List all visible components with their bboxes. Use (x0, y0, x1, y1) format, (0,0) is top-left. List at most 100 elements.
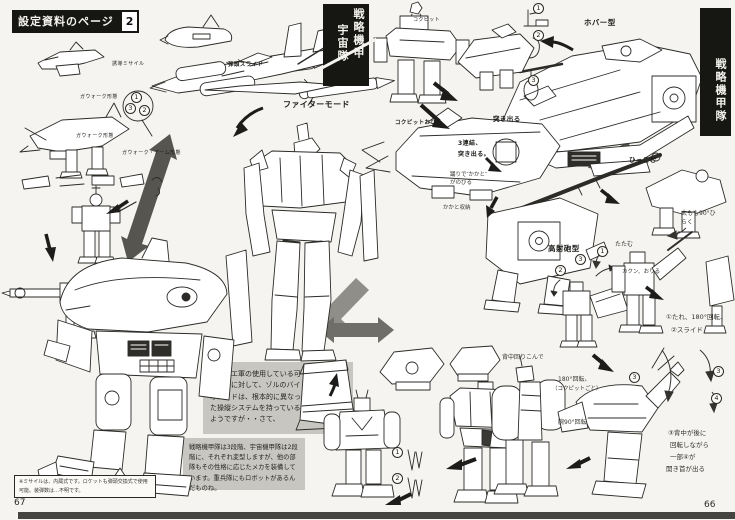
note-box-a-text: グロリエ軍の使用している可変メカに対して、ゾルのバイオロイドは、根本的に異なった… (210, 370, 301, 424)
label-back-around: 背中回りこんで (502, 354, 544, 361)
circled-number: 2 (533, 30, 544, 41)
black-arrow (328, 373, 339, 397)
gray-horizontal-double-arrow (318, 317, 394, 343)
low-vehicle-2-drawing (449, 345, 501, 382)
circled-number: 3 (575, 254, 586, 265)
page-title-box: 設定資料のページ 2 (12, 10, 140, 33)
black-arrow (419, 103, 450, 129)
black-arrow (540, 36, 574, 52)
circled-number: 1 (131, 92, 142, 103)
circled-number: 2 (139, 105, 150, 116)
page-title: 設定資料のページ (12, 10, 120, 33)
label-heel-store: かかと収納 (443, 205, 471, 211)
label-knee-down: カクン、おりる (622, 269, 661, 275)
black-arrow (385, 492, 412, 505)
label-rotate-180: 180°回転、 (558, 376, 591, 383)
label-retract: ひっこむ (629, 156, 657, 164)
circled-number: 1 (597, 246, 608, 257)
transform-steps-drawing (550, 264, 629, 348)
low-vehicle-1-drawing (379, 347, 445, 391)
scan-edge-shadow (18, 512, 735, 519)
label-arm-rotate: 腕90°回転 (558, 419, 587, 426)
black-arrow (106, 199, 129, 214)
label-guided-missile: 誘導ミサイル (112, 61, 145, 67)
gray-note-box-b: 戦略機甲隊は3段階、宇宙機甲隊は2段階に、それぞれ変型しますが、他の部隊もその性… (183, 438, 305, 492)
tank-mode-drawing (361, 107, 561, 201)
gerwalk-large-drawing (37, 237, 253, 497)
page-number-left: 67 (14, 498, 26, 508)
br-robot-hunched-drawing (557, 347, 685, 499)
footnote-box: ※ミサイルは、内蔵式です。ロケットも弾頭交換式で使用可能。装弾数は…不明です。 (14, 475, 156, 498)
rc-robot-drawing (611, 231, 693, 334)
label-missile-slide: 弾頭スライド (228, 62, 264, 68)
claw-sketches-drawing (407, 449, 423, 499)
br-robot-side-drawing (491, 355, 566, 497)
black-arrow (486, 196, 499, 218)
gray-double-arrow (121, 134, 177, 262)
label-protrude-a: 突き出る (493, 115, 521, 123)
label-gerwalk-2: ガウォーク形態 (76, 133, 114, 139)
label-note-back-1: ③背中が後に (668, 429, 707, 437)
label-note-back-2: 回転しながら (670, 441, 709, 449)
gray-sw-arrow (322, 278, 369, 326)
circled-number: 2 (555, 265, 566, 276)
black-arrow (591, 353, 614, 372)
robot-back-drawing (243, 122, 379, 362)
curve-arrow (666, 227, 687, 240)
label-step-slide: ②スライド (671, 326, 703, 334)
circled-number: 3 (629, 372, 640, 383)
black-arrow (599, 188, 620, 204)
label-thigh-open: 太もも90°ひらく (681, 210, 716, 226)
label-protrude-b: 突き出る。 (458, 151, 491, 158)
parts-row-drawing (21, 173, 163, 197)
curve-arrow (661, 349, 674, 403)
page-title-number: 2 (119, 10, 140, 33)
label-note-back-3: 一部④が (670, 453, 696, 461)
circled-number: 3 (528, 75, 539, 86)
black-arrow (644, 285, 664, 300)
label-gerwalk-1: ガウォーク形態 (80, 94, 118, 100)
banner-space-corps-col2: 宇宙隊 (336, 24, 349, 63)
label-three-link: 3連結、 (458, 140, 482, 147)
circled-number: 1 (533, 3, 544, 14)
label-fighter-mode: ファイターモード (283, 100, 350, 109)
curve-arrow (699, 349, 715, 383)
circled-number: 2 (392, 473, 403, 484)
label-rotate-cockpit: （コクピットごと） (552, 386, 602, 392)
banner-armored-corps-text: 戦略機甲隊 (714, 58, 727, 123)
note-box-b-text: 戦略機甲隊は3段階、宇宙機甲隊は2段階に、それぞれ変型しますが、他の部隊もその性… (189, 444, 298, 492)
circled-number: 3 (125, 103, 136, 114)
label-note-back-4: 開き首が出る (666, 465, 705, 473)
page-number-right: 66 (704, 500, 716, 510)
circled-number: 4 (711, 393, 722, 404)
fighter-small-drawing (37, 41, 105, 77)
robot-small-drawing (71, 185, 137, 264)
circled-number: 1 (392, 447, 403, 458)
black-arrow (44, 233, 56, 262)
fighter-mode-drawing (149, 22, 357, 97)
black-arrow (233, 106, 264, 137)
label-aa-gun-type: 高射砲型 (548, 244, 580, 253)
edge-robot-drawing (703, 255, 735, 334)
rc-vehicle-drawing (645, 169, 727, 239)
circled-number: 3 (713, 366, 724, 377)
label-heel-extend: 踊りで″かかと″がのびる (450, 172, 488, 186)
black-arrow (432, 81, 458, 101)
black-arrow (446, 457, 477, 470)
black-arrow (484, 156, 502, 172)
label-step-rotate: ①たれ、180°回転、 (666, 313, 727, 321)
shuttle-drawing (159, 14, 233, 48)
bc-robot-front-drawing (323, 389, 401, 498)
label-cockpit-down: コクピットおりる (395, 120, 443, 126)
label-cockpit: コクピット (413, 17, 441, 23)
step-vehicle-drawing (457, 23, 535, 91)
circle-cluster-drawing (122, 90, 154, 137)
label-fold: たたむ (615, 241, 634, 248)
label-hover-type: ホバー型 (584, 18, 616, 27)
gerwalk-small-drawing (19, 102, 130, 179)
label-gerwalk-arm: ガウォーク・アーム形態 (122, 150, 181, 156)
black-arrow (566, 456, 591, 469)
